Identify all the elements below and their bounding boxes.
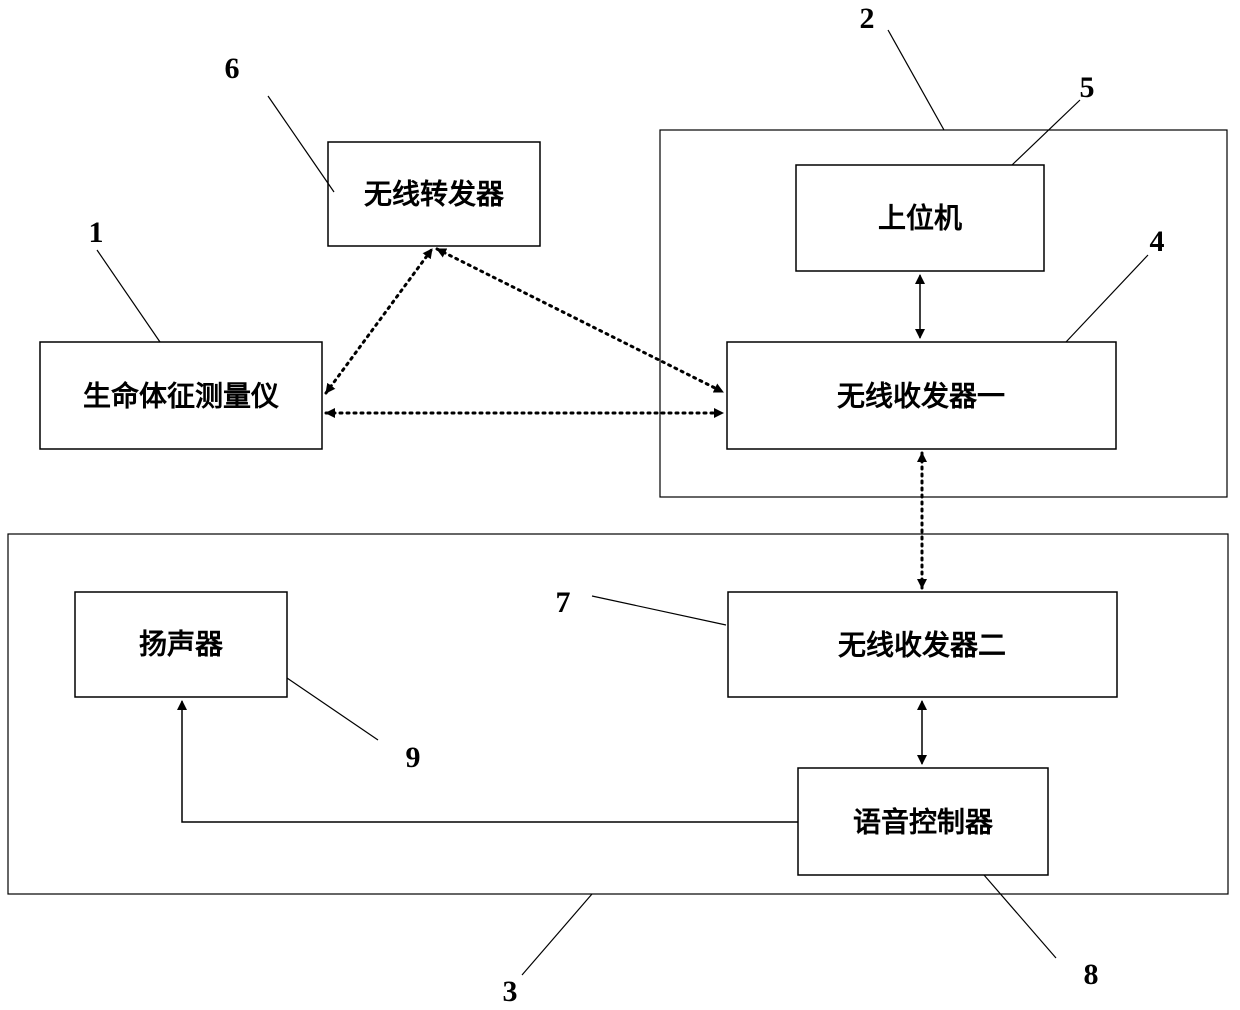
leader-line-5	[1012, 100, 1080, 165]
wired-link-voice-controller-speaker	[182, 701, 798, 822]
leader-line-3	[522, 894, 592, 975]
ref-number-1: 1	[89, 216, 104, 249]
ref-number-6: 6	[225, 52, 240, 85]
ref-number-5: 5	[1080, 71, 1095, 104]
transceiver-two-block: 无线收发器二	[728, 592, 1117, 697]
leader-line-4	[1066, 255, 1148, 342]
wireless-link-repeater-transceiver-one	[437, 249, 723, 392]
leader-line-8	[984, 875, 1056, 958]
ref-number-9: 9	[406, 741, 421, 774]
leader-line-2	[888, 30, 944, 130]
wireless-repeater-block: 无线转发器	[328, 142, 540, 246]
ref-number-2: 2	[860, 2, 875, 35]
voice-controller-block: 语音控制器	[798, 768, 1048, 875]
host-computer-block: 上位机	[796, 165, 1044, 271]
ref-number-8: 8	[1084, 958, 1099, 991]
leader-line-1	[97, 250, 160, 342]
ref-number-4: 4	[1150, 225, 1165, 258]
vital-signs-meter-label: 生命体征测量仪	[83, 380, 280, 413]
leader-line-7	[592, 596, 726, 625]
speaker-label: 扬声器	[139, 628, 224, 661]
transceiver-one-block: 无线收发器一	[727, 342, 1116, 449]
transceiver-one-label: 无线收发器一	[837, 380, 1005, 413]
voice-controller-label: 语音控制器	[853, 806, 994, 839]
transceiver-two-label: 无线收发器二	[838, 629, 1006, 662]
host-computer-label: 上位机	[878, 202, 962, 235]
speaker-block: 扬声器	[75, 592, 287, 697]
vital-signs-meter-block: 生命体征测量仪	[40, 342, 322, 449]
wireless-repeater-label: 无线转发器	[364, 178, 505, 211]
wireless-link-meter-repeater	[326, 249, 432, 393]
ref-number-7: 7	[556, 586, 571, 619]
leader-line-9	[287, 678, 378, 740]
leader-line-6	[268, 96, 334, 192]
ref-number-3: 3	[503, 975, 518, 1008]
